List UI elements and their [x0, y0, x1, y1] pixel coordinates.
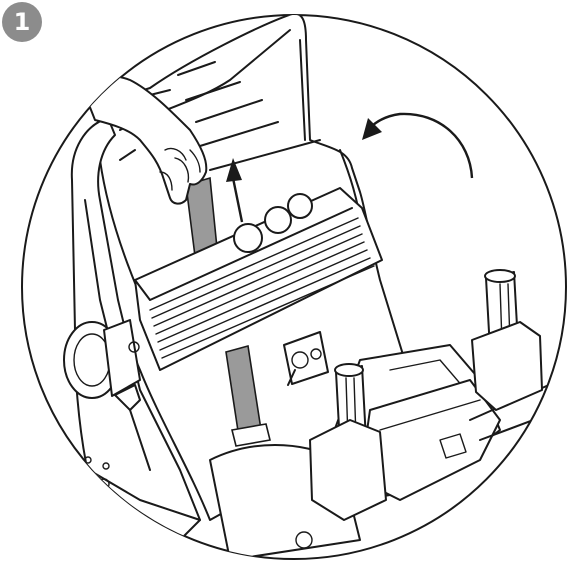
ribbed-crossbar: [134, 187, 383, 371]
screw-hole: [82, 470, 94, 482]
rotate-arrow-icon: [362, 112, 474, 179]
right-post: [471, 269, 543, 411]
hand: [79, 75, 208, 205]
adjustment-knob: [63, 319, 141, 411]
screw-hole: [102, 462, 110, 470]
upward-arrow-icon: [226, 158, 244, 223]
screw-hole: [84, 456, 92, 464]
step-number-badge: 1: [2, 2, 42, 42]
left-post: [309, 363, 387, 521]
mounting-bracket: [283, 331, 329, 386]
